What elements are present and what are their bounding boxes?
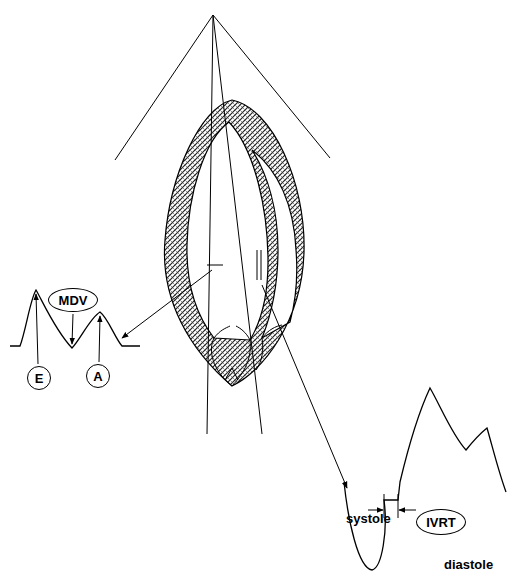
sector-lines — [115, 15, 330, 160]
leader-arrows — [122, 270, 347, 488]
beam-lines — [207, 15, 262, 434]
heart-chambers — [211, 325, 282, 386]
circled-label: A — [86, 364, 110, 388]
phase-label: systole — [346, 512, 391, 525]
wave-label: E — [35, 372, 44, 385]
wave-label: MDV — [59, 294, 88, 307]
circled-label: IVRT — [416, 509, 466, 535]
circled-label: E — [27, 366, 51, 390]
wave-label: A — [93, 370, 102, 383]
heart-wall — [164, 100, 304, 386]
wave-label: IVRT — [426, 516, 456, 529]
phase-label: diastole — [444, 558, 493, 571]
ivrt-waveform — [344, 388, 506, 570]
mitral-waveform — [10, 290, 140, 348]
circled-label: MDV — [48, 288, 98, 312]
